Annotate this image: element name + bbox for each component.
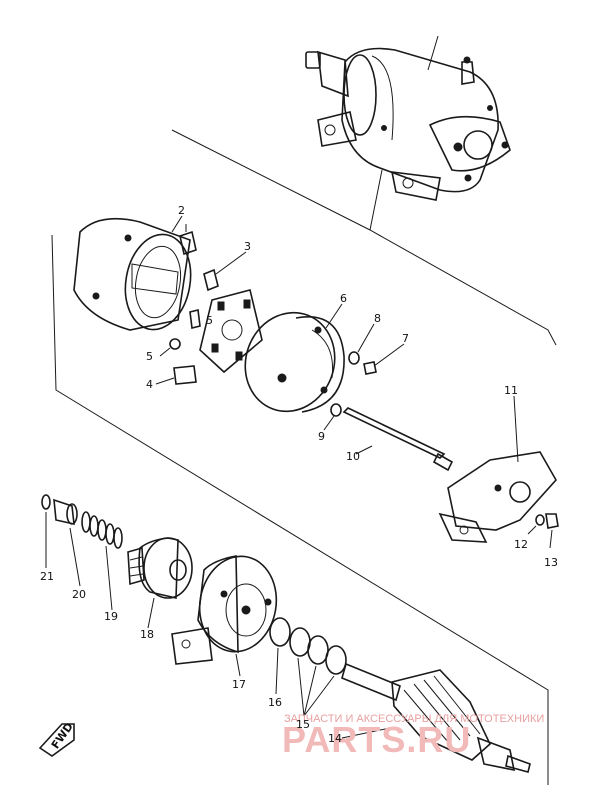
mounting-bracket <box>438 395 559 549</box>
part-label-11: 11 <box>504 384 518 397</box>
part-label-17: 17 <box>232 678 246 691</box>
starter-motor-assembly <box>305 35 511 201</box>
part-label-21: 21 <box>40 570 54 583</box>
group-bracket <box>171 129 557 346</box>
part-label-3: 3 <box>244 240 251 253</box>
part-label-6: 6 <box>340 292 347 305</box>
pinion-stop-parts <box>41 494 123 611</box>
forward-label: FWD <box>49 720 76 751</box>
part-label-4: 4 <box>146 378 153 391</box>
part-label-9: 9 <box>318 430 325 443</box>
part-label-13: 13 <box>544 556 558 569</box>
fasteners-upper <box>323 323 454 472</box>
part-label-10: 10 <box>346 450 360 463</box>
part-label-8: 8 <box>374 312 381 325</box>
front-end-cover <box>171 555 278 677</box>
part-label-15: 15 <box>296 718 310 731</box>
watermark: ЗАПЧАСТИ И АКСЕССУАРЫ ДЛЯ МОТОТЕХНИКИ PA… <box>282 713 544 760</box>
yoke-housing <box>73 215 197 331</box>
part-label-7: 7 <box>402 332 409 345</box>
part-label-5b: 5 <box>146 350 153 363</box>
watermark-site: PARTS.RU <box>282 719 471 760</box>
part-label-14: 14 <box>328 732 342 745</box>
part-label-18: 18 <box>140 628 154 641</box>
part-label-20: 20 <box>72 588 86 601</box>
pinion-clutch <box>127 537 193 629</box>
brush-holder-plate <box>155 251 263 385</box>
part-label-2: 2 <box>178 204 185 217</box>
rear-end-cover <box>244 303 345 413</box>
watermark-tagline: ЗАПЧАСТИ И АКСЕССУАРЫ ДЛЯ МОТОТЕХНИКИ <box>284 713 544 725</box>
part-label-5a: 5 <box>206 314 213 327</box>
forward-direction-marker: FWD <box>38 720 76 757</box>
part-label-16: 16 <box>268 696 282 709</box>
armature <box>341 662 531 773</box>
thrust-washers <box>269 617 347 717</box>
part-label-12: 12 <box>514 538 528 551</box>
part-label-19: 19 <box>104 610 118 623</box>
